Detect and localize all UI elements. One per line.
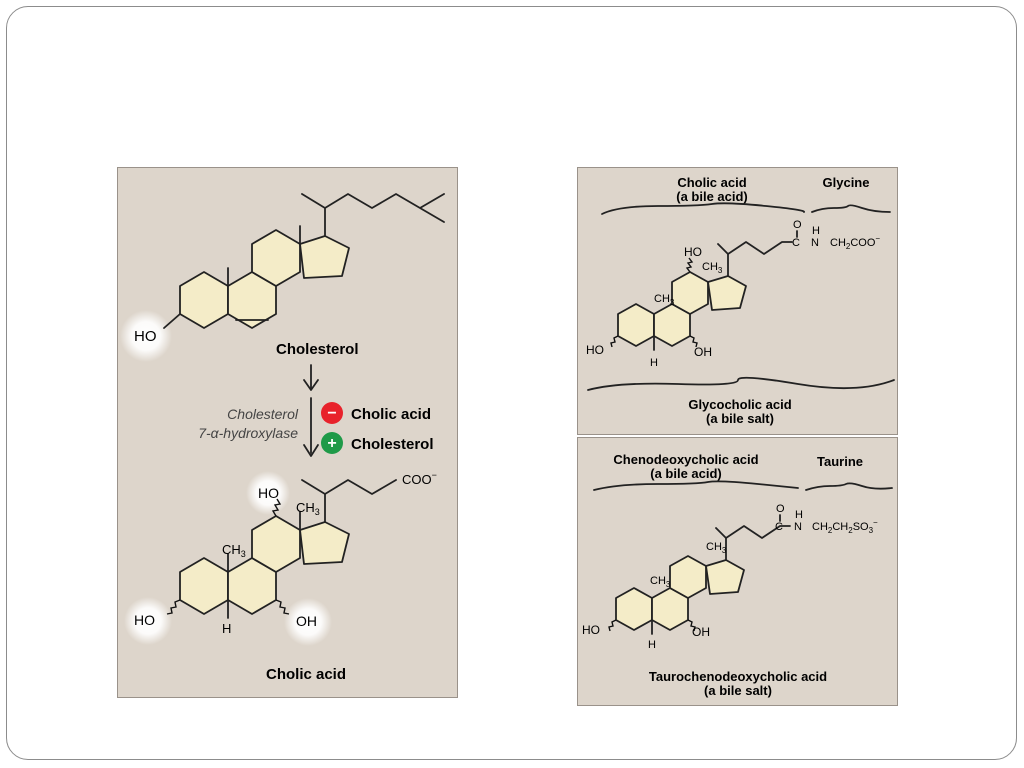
- bile-acid-subheader: (a bile acid): [650, 466, 722, 481]
- oh3-bond: [166, 599, 181, 615]
- bile-salt-label: (a bile salt): [706, 411, 774, 426]
- side-chain: [727, 241, 793, 277]
- ho-label: HO: [134, 328, 157, 345]
- bile-acid-subheader: (a bile acid): [676, 189, 748, 204]
- h-label: H: [650, 357, 658, 369]
- carboxylate-label: COO−: [402, 470, 437, 487]
- ring-a: [179, 557, 229, 615]
- left-panel-diagram: HO Cholesterol Cholesterol 7-α-hydroxyla…: [120, 193, 445, 683]
- ring-d: [299, 235, 350, 279]
- ch3-label-b: CH3: [650, 575, 671, 589]
- taurine-header: Taurine: [817, 454, 863, 469]
- amide-hydrogen: H: [812, 225, 820, 237]
- ch3-label-b: CH3: [222, 542, 246, 559]
- taurine-tail: CH2CH2SO3−: [812, 518, 878, 535]
- ring-a: [617, 303, 655, 347]
- plus-icon: +: [327, 435, 336, 452]
- minus-icon: −: [327, 405, 336, 422]
- side-chain-methyl: [717, 243, 729, 255]
- cholesterol-to-cholic-acid-panel: HO Cholesterol Cholesterol 7-α-hydroxyla…: [117, 167, 458, 698]
- oh7-bond: [275, 599, 290, 615]
- taurochenodeoxycholic-name: Taurochenodeoxycholic acid: [649, 669, 827, 684]
- inhibition-badge: [321, 402, 343, 424]
- amide-hydrogen: H: [795, 509, 803, 521]
- cholesterol-name: Cholesterol: [276, 341, 359, 358]
- oh7-bond: [689, 335, 698, 348]
- oh-right-label: OH: [694, 345, 712, 359]
- side-chain-methyl: [301, 479, 326, 495]
- oh-right-highlight: [284, 598, 332, 646]
- brace-taurine: [805, 482, 893, 491]
- enzyme-name-line2: 7-α-hydroxylase: [198, 425, 298, 441]
- oh-right-label: OH: [692, 625, 710, 639]
- glycocholic-diagram: Cholic acid (a bile acid) Glycine HO CH3…: [586, 175, 895, 426]
- taurochenodeoxycholic-diagram: Chenodeoxycholic acid (a bile acid) Taur…: [582, 452, 893, 698]
- amide-nitrogen: N: [794, 521, 802, 533]
- oh12-bond: [685, 257, 694, 273]
- cholic-acid-structure: HO CH3 CH3 HO OH H COO− Cholic acid: [124, 470, 437, 683]
- amide-oxygen: O: [776, 503, 785, 515]
- ho-top-label: HO: [258, 485, 279, 501]
- reaction-arrow-group: Cholesterol 7-α-hydroxylase − Cholic aci…: [198, 364, 434, 457]
- ho-top-label: HO: [684, 245, 702, 259]
- glycocholic-name: Glycocholic acid: [688, 397, 791, 412]
- ho-bond: [163, 313, 181, 329]
- glycine-header: Glycine: [823, 175, 870, 190]
- side-chain: [324, 479, 397, 523]
- bile-salt-label: (a bile salt): [704, 683, 772, 698]
- amide-carbon: C: [792, 237, 800, 249]
- ho-left-label: HO: [134, 612, 155, 628]
- taurochenodeoxycholic-acid-panel: Chenodeoxycholic acid (a bile acid) Taur…: [577, 437, 898, 706]
- ch3-label-b: CH3: [654, 293, 675, 307]
- oh12-bond: [271, 498, 282, 517]
- ring-c: [669, 555, 707, 599]
- h-label: H: [222, 621, 231, 636]
- brace-glycocholic: [587, 376, 895, 391]
- side-chain: [725, 525, 791, 561]
- ho-left-label: HO: [582, 623, 600, 637]
- cholesterol-structure: HO Cholesterol: [120, 193, 445, 362]
- ring-d: [705, 559, 745, 595]
- brace-chenodeoxycholic: [593, 480, 799, 491]
- side-chain-methyl: [715, 527, 727, 539]
- enzyme-name-line1: Cholesterol: [227, 406, 299, 422]
- h-label: H: [648, 639, 656, 651]
- arrow-main-head: [303, 444, 319, 457]
- side-chain: [301, 193, 445, 237]
- amide-carbon: C: [775, 521, 783, 533]
- ho-left-highlight: [124, 597, 172, 645]
- ring-d: [707, 275, 747, 311]
- ch3-label: CH3: [702, 261, 723, 275]
- oh3-bond: [610, 335, 619, 348]
- ring-c: [251, 229, 301, 287]
- amide-nitrogen: N: [811, 237, 819, 249]
- amide-oxygen: O: [793, 219, 802, 231]
- inhibitor-label: Cholic acid: [351, 406, 431, 423]
- arrow-top-head: [303, 379, 319, 391]
- oh7-bond: [687, 619, 696, 632]
- brace-glycine: [811, 204, 891, 213]
- glycocholic-acid-panel: Cholic acid (a bile acid) Glycine HO CH3…: [577, 167, 898, 435]
- ring-c: [671, 271, 709, 315]
- brace-cholic: [601, 202, 805, 215]
- activation-badge: [321, 432, 343, 454]
- ho-highlight: [120, 310, 172, 362]
- ring-a: [179, 271, 229, 329]
- ring-a: [615, 587, 653, 631]
- cholic-acid-header: Cholic acid: [677, 175, 746, 190]
- ch3-label-a: CH3: [296, 500, 320, 517]
- oh3-bond: [608, 619, 617, 632]
- ch3-label: CH3: [706, 541, 727, 555]
- glycine-tail: CH2COO−: [830, 234, 880, 251]
- activator-label: Cholesterol: [351, 436, 434, 453]
- cholic-acid-name: Cholic acid: [266, 666, 346, 683]
- oh-right-label: OH: [296, 613, 317, 629]
- ring-d: [299, 521, 350, 565]
- chenodeoxycholic-header: Chenodeoxycholic acid: [613, 452, 758, 467]
- ho-left-label: HO: [586, 343, 604, 357]
